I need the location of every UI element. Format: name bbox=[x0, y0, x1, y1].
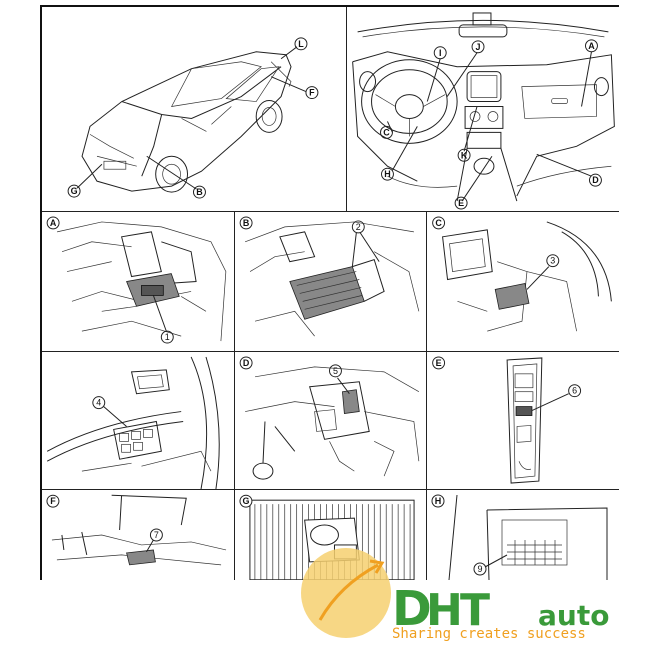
svg-text:A: A bbox=[588, 41, 595, 51]
callout-E: E bbox=[454, 196, 468, 210]
svg-text:2: 2 bbox=[356, 222, 361, 232]
watermark-logo: D H T auto Sharing creates success bbox=[300, 545, 640, 643]
svg-text:K: K bbox=[461, 150, 468, 160]
svg-text:C: C bbox=[435, 218, 442, 228]
dashboard-illustration: I J A C H K D E bbox=[352, 12, 615, 210]
svg-text:9: 9 bbox=[477, 564, 482, 574]
callout-I: I bbox=[433, 46, 447, 60]
callout-B: B bbox=[193, 185, 206, 199]
svg-text:7: 7 bbox=[154, 530, 159, 540]
callout-K: K bbox=[457, 148, 471, 162]
logo-tagline: Sharing creates success bbox=[392, 626, 586, 642]
part-callout: 6 bbox=[568, 384, 582, 398]
overview-vehicle-panel: L F G B bbox=[42, 7, 347, 212]
vehicle-illustration: L F G B bbox=[67, 37, 319, 199]
svg-text:G: G bbox=[242, 496, 249, 506]
detail-panel-F: F 7 bbox=[42, 490, 235, 580]
callout-H: H bbox=[381, 167, 394, 181]
callout-D: D bbox=[588, 173, 602, 187]
svg-text:E: E bbox=[436, 358, 442, 368]
svg-text:A: A bbox=[50, 218, 57, 228]
panel-letter: H bbox=[431, 494, 445, 508]
svg-text:5: 5 bbox=[333, 366, 338, 376]
part-callout: 4 bbox=[92, 396, 106, 410]
svg-text:4: 4 bbox=[96, 398, 101, 408]
detail-panel-A: A 1 bbox=[42, 212, 235, 352]
detail-panel-B: B 2 bbox=[235, 212, 427, 352]
logo-word-auto: auto bbox=[538, 599, 609, 632]
callout-C: C bbox=[380, 125, 393, 139]
detail-panel-H: H 9 bbox=[427, 490, 619, 580]
part-callout: 7 bbox=[149, 528, 163, 542]
detail-panel-C: C 3 bbox=[427, 212, 619, 352]
part-callout: 2 bbox=[351, 220, 365, 234]
diagram-sheet: L F G B bbox=[40, 5, 619, 580]
svg-text:I: I bbox=[439, 48, 441, 58]
panel-letter: C bbox=[432, 216, 446, 230]
svg-text:D: D bbox=[592, 175, 599, 185]
callout-J: J bbox=[471, 40, 485, 54]
callout-G: G bbox=[67, 184, 81, 198]
part-callout: 9 bbox=[473, 562, 487, 576]
svg-text:L: L bbox=[298, 39, 304, 49]
panel-letter: B bbox=[239, 216, 253, 230]
logo-letter-h: H bbox=[426, 585, 463, 636]
svg-text:D: D bbox=[243, 358, 250, 368]
svg-text:J: J bbox=[476, 42, 481, 52]
svg-text:B: B bbox=[243, 218, 250, 228]
svg-text:F: F bbox=[309, 88, 315, 98]
svg-text:1: 1 bbox=[165, 332, 170, 342]
detail-panel-door: 4 bbox=[42, 352, 235, 490]
part-callout: 3 bbox=[546, 254, 560, 268]
svg-text:F: F bbox=[50, 496, 56, 506]
svg-text:H: H bbox=[384, 169, 390, 179]
panel-letter: G bbox=[239, 494, 253, 508]
logo-letter-t: T bbox=[460, 585, 490, 636]
logo-letter-d: D bbox=[392, 581, 432, 637]
callout-A: A bbox=[585, 39, 598, 53]
svg-text:G: G bbox=[71, 186, 78, 196]
svg-text:3: 3 bbox=[550, 256, 555, 266]
part-callout: 1 bbox=[160, 330, 174, 344]
overview-dashboard-panel: I J A C H K D E bbox=[347, 7, 619, 212]
panel-letter: E bbox=[432, 356, 446, 370]
panel-letter: D bbox=[239, 356, 253, 370]
panel-letter: F bbox=[46, 494, 60, 508]
detail-panel-D: D 5 bbox=[235, 352, 427, 490]
svg-text:B: B bbox=[196, 187, 203, 197]
part-callout: 5 bbox=[329, 364, 342, 378]
svg-text:6: 6 bbox=[572, 386, 577, 396]
svg-text:E: E bbox=[458, 198, 464, 208]
callout-F: F bbox=[305, 86, 319, 100]
svg-text:C: C bbox=[383, 127, 390, 137]
panel-letter: A bbox=[46, 216, 60, 230]
svg-text:H: H bbox=[435, 496, 442, 506]
detail-panel-E: E 6 bbox=[427, 352, 619, 490]
callout-L: L bbox=[294, 37, 308, 51]
